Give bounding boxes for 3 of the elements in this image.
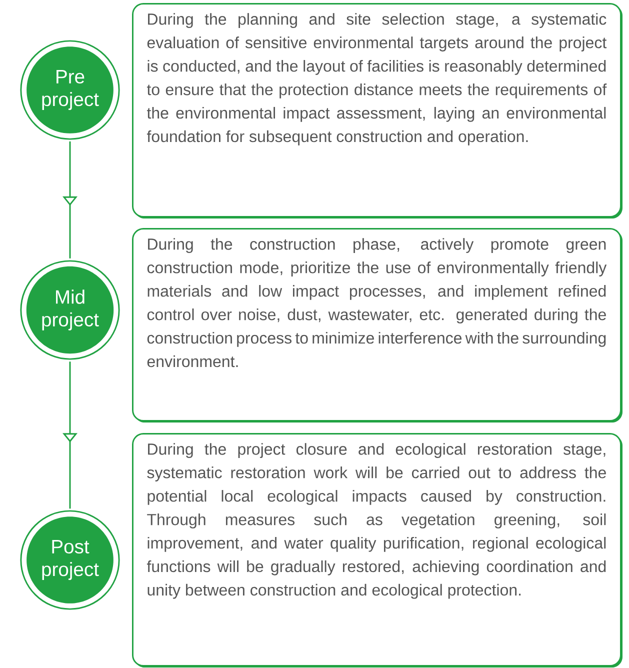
- description-box: During the planning and site selection stage, a systematic evaluation of sensitive environmental targets around the project is conducted, and the layout of facilities is reasonably determined to ensure that the protection distance meets the requirements of the environmental impact assessment, laying an environmental foundation for subsequent construction and operation.: [132, 3, 622, 219]
- description-box: During the construction phase, actively promote green construction mode, prioritize the use of environmentally friendly materials and low impact processes, and implement refined control over noise, dust, wastewater, etc. generated during the construction process to minimize interference with the surrounding environment.: [132, 228, 622, 423]
- description-box: During the project closure and ecological restoration stage, systematic restoration work will be carried out to address the potential local ecological impacts caused by construction. Through measures such as vegetation greening, soil improvement, and water quality purification, regional ecological functions will be gradually restored, achieving coordination and unity between construction and ecological protection.: [132, 433, 622, 668]
